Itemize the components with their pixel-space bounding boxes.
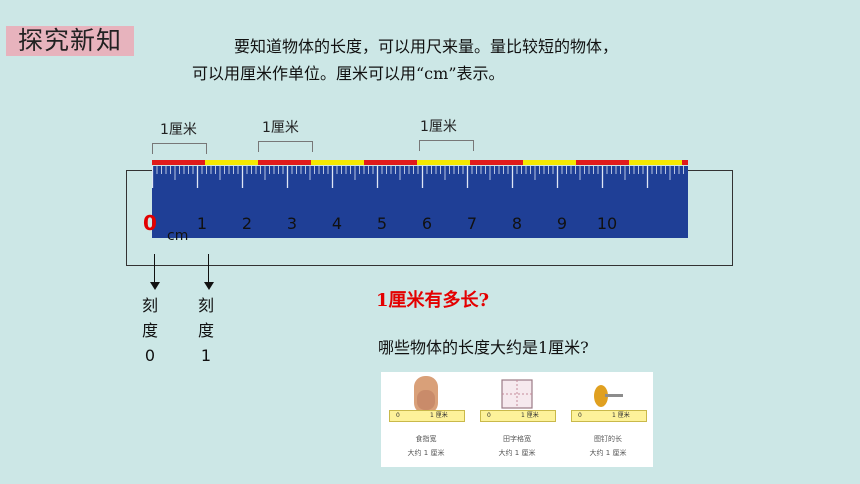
intro-line-1: 要知道物体的长度，可以用尺来量。量比较短的物体， (234, 37, 619, 56)
ruler (151, 166, 688, 238)
section-title: 探究新知 (17, 26, 122, 55)
ruler-segment-red (470, 160, 523, 165)
mini-ruler-2-zero: 0 (487, 412, 491, 419)
ruler-segment-yellow (311, 160, 364, 165)
ruler-segment-red (682, 160, 688, 165)
ruler-segment-red (152, 160, 205, 165)
mini-ruler-2-one: 1 厘米 (521, 412, 539, 419)
ruler-segment-yellow (205, 160, 258, 165)
bracket-3 (419, 140, 474, 151)
brace-label-3: 1厘米 (420, 119, 457, 135)
example-1-caption-1: 食指宽 (415, 435, 437, 443)
ruler-number-10: 10 (596, 214, 618, 233)
mark-0-char-1: 刻 (141, 296, 158, 315)
ruler-segment-red (576, 160, 629, 165)
mark-0-char-2: 度 (141, 321, 158, 340)
arrowhead-1-icon (204, 282, 214, 290)
intro-line-2: 可以用厘米作单位。厘米可以用“cm”表示。 (192, 64, 505, 83)
ruler-segment-yellow (629, 160, 682, 165)
bracket-2 (258, 141, 313, 152)
mini-ruler-1-zero: 0 (396, 412, 400, 419)
question-two: 哪些物体的长度大约是1厘米? (378, 338, 589, 357)
example-fingernail: 0 1 厘米 食指宽 大约 1 厘米 (381, 372, 471, 467)
ruler-segment-red (364, 160, 417, 165)
ruler-number-2: 2 (241, 214, 253, 233)
mini-ruler-3: 0 1 厘米 (571, 410, 647, 422)
examples-panel: 0 1 厘米 食指宽 大约 1 厘米 0 1 厘米 田字格宽 大约 1 厘米 0… (381, 372, 653, 467)
question-one: 1厘米有多长? (376, 290, 490, 311)
example-1-caption-2: 大约 1 厘米 (407, 449, 445, 457)
ruler-number-4: 4 (331, 214, 343, 233)
ruler-number-6: 6 (421, 214, 433, 233)
bracket-1 (152, 143, 207, 154)
ruler-segment-yellow (417, 160, 470, 165)
ruler-number-5: 5 (376, 214, 388, 233)
mark-label-1: 刻 度 1 (196, 293, 216, 368)
ruler-unit: cm (167, 228, 189, 244)
ruler-number-7: 7 (466, 214, 478, 233)
ruler-segment-red (258, 160, 311, 165)
mark-1-char-2: 度 (197, 321, 214, 340)
ruler-zero: 0 (143, 211, 157, 235)
example-pushpin: 0 1 厘米 图钉的长 大约 1 厘米 (563, 372, 653, 467)
ruler-segment-yellow (523, 160, 576, 165)
grid-square-icon (501, 379, 533, 409)
ruler-number-9: 9 (556, 214, 568, 233)
example-2-caption-1: 田字格宽 (503, 435, 531, 443)
mark-0-value: 0 (144, 346, 156, 365)
arrow-mark-1 (208, 254, 209, 284)
mark-label-0: 刻 度 0 (140, 293, 160, 368)
mini-ruler-3-one: 1 厘米 (612, 412, 630, 419)
mark-1-value: 1 (200, 346, 212, 365)
arrow-mark-0 (154, 254, 155, 284)
pushpin-icon (594, 385, 623, 407)
mini-ruler-1-one: 1 厘米 (430, 412, 448, 419)
brace-label-1: 1厘米 (160, 122, 197, 138)
example-3-caption-2: 大约 1 厘米 (589, 449, 627, 457)
ruler-ticks (151, 166, 684, 188)
ruler-number-1: 1 (196, 214, 208, 233)
arrowhead-0-icon (150, 282, 160, 290)
brace-label-2: 1厘米 (262, 120, 299, 136)
section-tag: 探究新知 (6, 26, 134, 56)
fingernail-icon (414, 376, 438, 414)
example-grid: 0 1 厘米 田字格宽 大约 1 厘米 (472, 372, 562, 467)
ruler-number-8: 8 (511, 214, 523, 233)
example-2-caption-2: 大约 1 厘米 (498, 449, 536, 457)
mini-ruler-1: 0 1 厘米 (389, 410, 465, 422)
mini-ruler-2: 0 1 厘米 (480, 410, 556, 422)
example-3-caption-1: 图钉的长 (594, 435, 622, 443)
ruler-number-3: 3 (286, 214, 298, 233)
mini-ruler-3-zero: 0 (578, 412, 582, 419)
mark-1-char-1: 刻 (197, 296, 214, 315)
